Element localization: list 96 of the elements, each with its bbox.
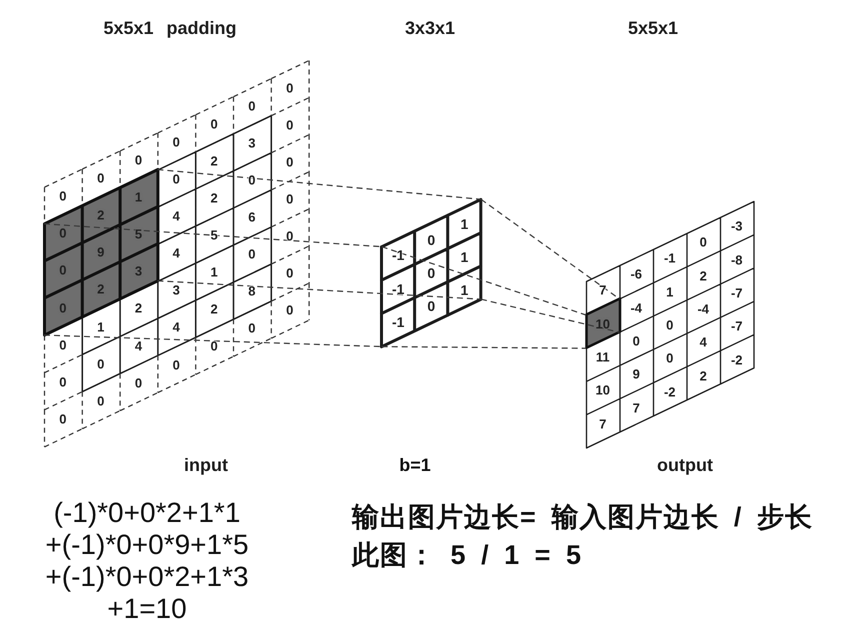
matrix-value: 0: [59, 264, 66, 277]
matrix-value: -4: [697, 302, 710, 316]
matrix-value: -6: [630, 268, 642, 281]
grid-caption: input: [184, 456, 228, 476]
matrix-value: 0: [210, 340, 218, 353]
matrix-value: 0: [59, 375, 66, 388]
matrix-value: 0: [286, 230, 294, 242]
matrix-value: 4: [134, 339, 142, 352]
projection-line: [157, 168, 482, 200]
matrix-value: 3: [134, 264, 142, 278]
matrix-value: 0: [59, 226, 66, 240]
matrix-value: -1: [664, 252, 676, 265]
matrix-value: 9: [97, 246, 104, 259]
matrix-value: 0: [286, 118, 294, 132]
matrix-value: 0: [427, 232, 436, 247]
matrix-value: 0: [97, 357, 104, 370]
example-note: 此图： 5 / 1 = 5: [352, 540, 582, 571]
matrix-value: 2: [97, 282, 104, 296]
matrix-value: 4: [700, 336, 707, 349]
matrix-value: 0: [286, 155, 294, 168]
matrix-value: 0: [172, 172, 180, 186]
matrix-value: 2: [210, 192, 218, 204]
matrix-value: 0: [427, 266, 436, 280]
matrix-value: 0: [286, 304, 294, 317]
matrix-value: -7: [730, 286, 743, 300]
matrix-value: 9: [632, 368, 640, 381]
matrix-value: 0: [134, 154, 142, 166]
matrix-value: -3: [730, 220, 743, 233]
matrix-value: 4: [172, 320, 180, 334]
matrix-value: 0: [666, 318, 674, 332]
matrix-value: 5: [134, 228, 142, 241]
matrix-value: 0: [427, 299, 436, 314]
matrix-value: 2: [700, 269, 707, 282]
matrix-value: 2: [210, 302, 218, 316]
projection-line: [480, 298, 620, 333]
matrix-value: -1: [392, 282, 404, 296]
matrix-value: 0: [286, 266, 294, 280]
matrix-value: -4: [630, 301, 642, 314]
matrix-value: 0: [59, 190, 66, 203]
matrix-value: 0: [632, 334, 640, 348]
matrix-value: 3: [248, 136, 256, 150]
matrix-value: 0: [248, 99, 256, 112]
grid-title: 5x5x1 padding: [103, 19, 237, 39]
matrix-value: 8: [248, 284, 256, 298]
matrix-value: 1: [134, 190, 142, 204]
matrix-value: 1: [97, 320, 104, 333]
matrix-value: 1: [460, 250, 468, 264]
matrix-value: 0: [97, 394, 104, 408]
matrix-value: 10: [596, 384, 610, 397]
matrix-value: 2: [134, 302, 142, 315]
matrix-value: 0: [248, 248, 256, 261]
matrix-value: 4: [172, 210, 180, 223]
projection-line: [157, 280, 482, 300]
projection-line: [382, 246, 586, 316]
matrix-value: -1: [392, 315, 404, 330]
matrix-value: 0: [134, 376, 142, 390]
projection-line: [44, 334, 382, 348]
formula-note: 输出图片边长= 输入图片边长 / 步长: [352, 502, 813, 533]
matrix-value: 1: [460, 216, 468, 231]
matrix-value: 0: [97, 172, 104, 185]
matrix-value: 0: [286, 192, 294, 206]
matrix-value: 7: [599, 417, 606, 430]
matrix-value: 7: [632, 401, 640, 414]
matrix-value: -1: [392, 248, 404, 262]
matrix-value: 0: [172, 135, 180, 148]
calculation-steps: (-1)*0+0*2+1*1 +(-1)*0+0*9+1*5 +(-1)*0+0*2+1*3 +1=10: [39, 497, 255, 625]
grid-caption: output: [657, 456, 713, 476]
matrix-value: 0: [210, 117, 218, 130]
matrix-value: -2: [730, 353, 743, 366]
matrix-value: 0: [172, 358, 180, 371]
matrix-value: 2: [700, 369, 707, 382]
matrix-value: 0: [700, 236, 707, 249]
bias-label: b=1: [399, 456, 431, 476]
matrix-value: 6: [248, 210, 256, 224]
matrix-value: -2: [664, 385, 676, 398]
matrix-value: 1: [666, 285, 674, 298]
matrix-value: 4: [172, 246, 180, 260]
matrix-value: 0: [666, 352, 674, 365]
matrix-value: 1: [210, 266, 218, 279]
matrix-value: 0: [59, 301, 66, 314]
matrix-value: -7: [730, 320, 743, 333]
matrix-value: 3: [172, 284, 180, 297]
matrix-value: 1: [460, 283, 468, 298]
matrix-value: 11: [596, 350, 610, 364]
grid-title: 3x3x1: [404, 19, 456, 39]
matrix-value: 10: [596, 317, 610, 330]
matrix-value: 0: [286, 81, 294, 94]
matrix-value: -8: [730, 253, 743, 266]
projection-line: [382, 346, 586, 349]
grid-title: 5x5x1: [628, 19, 678, 39]
matrix-value: 7: [599, 284, 606, 297]
matrix-value: 0: [248, 322, 256, 335]
matrix-value: 0: [59, 338, 66, 352]
matrix-value: 2: [210, 154, 218, 168]
matrix-value: 0: [59, 412, 66, 426]
matrix-value: 2: [97, 208, 104, 222]
